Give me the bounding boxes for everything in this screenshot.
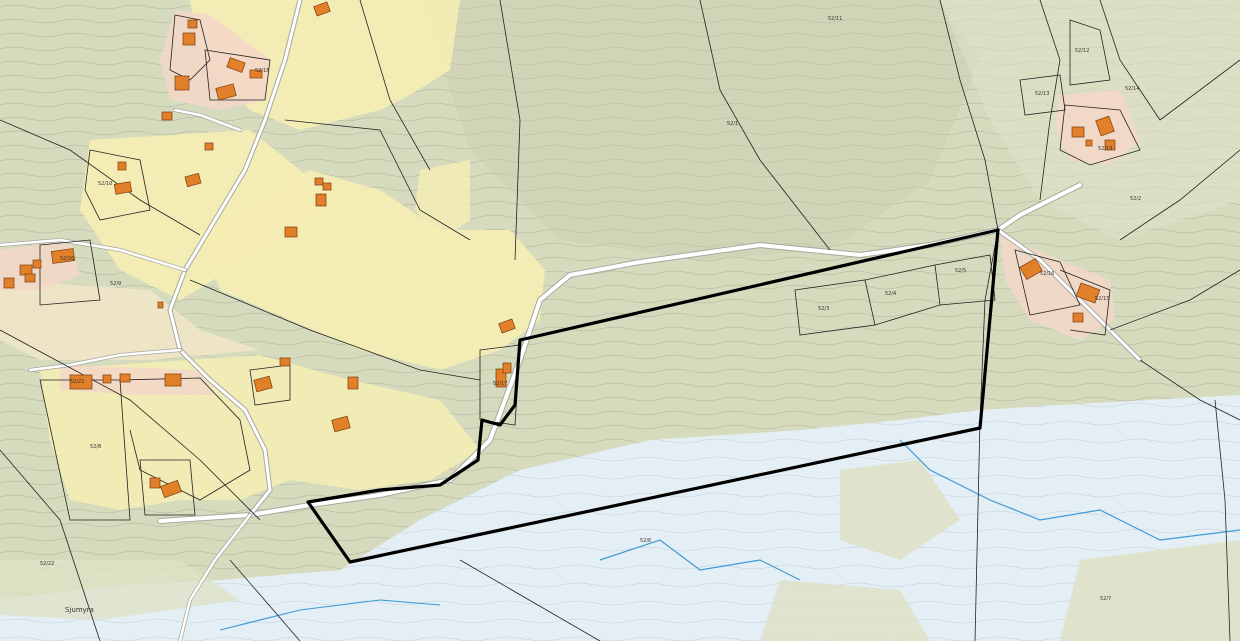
parcel-number: 52/8 [90, 444, 101, 450]
parcel-number: 52/19 [1098, 146, 1112, 152]
parcel-number: 52/11 [828, 16, 842, 22]
parcel-number: 52/9 [110, 281, 121, 287]
marsh-patch-3 [760, 580, 930, 641]
buildings [3, 1, 1116, 499]
parcel-number: 52/2 [1130, 196, 1141, 202]
residential-zone [1000, 235, 1115, 340]
farmland-light [0, 280, 260, 360]
parcel-number: 52/21 [70, 379, 84, 385]
parcel-labels: 52/1 52/2 52/3 52/4 52/5 52/6 52/7 52/8 … [40, 16, 1141, 602]
parcel-number: 52/7 [1100, 596, 1111, 602]
stream [899, 439, 1240, 541]
parcel-number: 52/15 [1095, 296, 1109, 302]
marsh-patch [840, 460, 960, 560]
farmland-ridge [415, 160, 470, 240]
parcel-number: 52/18 [255, 68, 269, 74]
parcel-number: 52/10 [98, 181, 112, 187]
parcel-number: 52/14 [1125, 86, 1139, 92]
farmland-central [200, 170, 545, 370]
parcel-number: 52/6 [640, 538, 651, 544]
parcel-number: 52/13 [1035, 91, 1049, 97]
residential-zone [60, 365, 215, 395]
property-boundary[interactable] [306, 228, 1000, 564]
place-label: Sjumyra [65, 606, 94, 614]
parcel-number: 52/22 [40, 561, 54, 567]
parcel-number: 52/3 [818, 306, 829, 312]
parcel-number: 52/4 [885, 291, 896, 297]
parcel-number: 52/12 [1075, 48, 1089, 54]
stream [599, 539, 801, 581]
marsh-patch-2 [1060, 540, 1240, 641]
parcel-number: 52/20 [60, 256, 74, 262]
parcel-number: 52/17 [493, 381, 507, 387]
water-contours [0, 395, 1240, 641]
hill-shade [420, 0, 980, 260]
parcel-number: 52/1 [727, 121, 738, 127]
stream [219, 599, 441, 631]
residential-zone [1055, 90, 1140, 165]
parcel-number: 52/16 [1040, 271, 1054, 277]
marsh-patch-4 [0, 560, 240, 620]
parcel-number: 52/5 [955, 268, 966, 274]
